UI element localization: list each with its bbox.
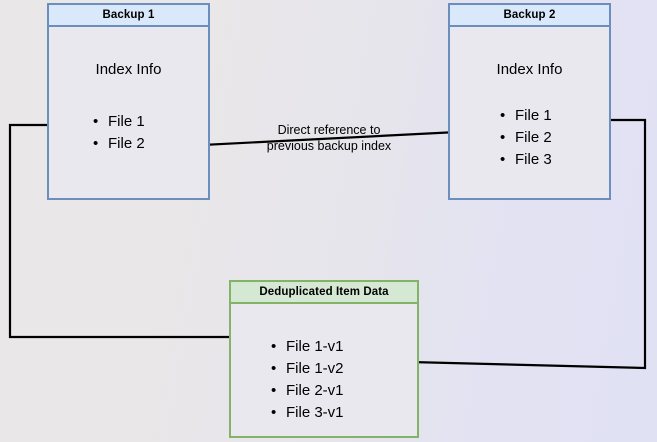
backup1-index-info-label: Index Info bbox=[95, 61, 162, 78]
dedup-box[interactable]: Deduplicated Item Data File 1-v1 File 1-… bbox=[229, 280, 419, 438]
backup2-file-list: File 1 File 2 File 3 bbox=[500, 105, 552, 171]
list-item: File 2 bbox=[93, 133, 145, 155]
backup2-header: Backup 2 bbox=[450, 5, 609, 27]
list-item: File 1-v2 bbox=[271, 358, 344, 380]
list-item: File 1 bbox=[93, 111, 145, 133]
dedup-header: Deduplicated Item Data bbox=[231, 282, 417, 304]
backup2-body: Index Info File 1 File 2 File 3 bbox=[450, 27, 609, 198]
backup2-index-info-label: Index Info bbox=[496, 61, 563, 78]
list-item: File 1-v1 bbox=[271, 336, 344, 358]
backup1-file-list: File 1 File 2 bbox=[93, 111, 145, 155]
dedup-body: File 1-v1 File 1-v2 File 2-v1 File 3-v1 bbox=[231, 304, 417, 436]
list-item: File 1 bbox=[500, 105, 552, 127]
list-item: File 3-v1 bbox=[271, 402, 344, 424]
backup1-body: Index Info File 1 File 2 bbox=[49, 27, 208, 198]
dedup-file-list: File 1-v1 File 1-v2 File 2-v1 File 3-v1 bbox=[271, 336, 344, 424]
list-item: File 2 bbox=[500, 127, 552, 149]
list-item: File 3 bbox=[500, 149, 552, 171]
backup1-box[interactable]: Backup 1 Index Info File 1 File 2 bbox=[47, 3, 210, 200]
backup2-box[interactable]: Backup 2 Index Info File 1 File 2 File 3 bbox=[448, 3, 611, 200]
backup1-header: Backup 1 bbox=[49, 5, 208, 27]
direct-reference-label: Direct reference to previous backup inde… bbox=[266, 123, 392, 153]
list-item: File 2-v1 bbox=[271, 380, 344, 402]
